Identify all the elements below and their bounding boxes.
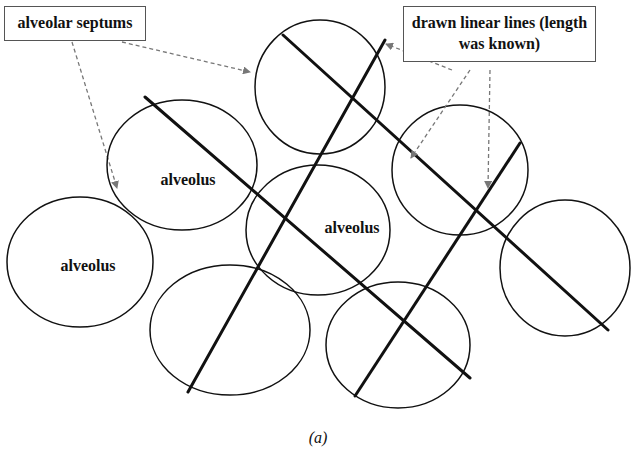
figure-caption: (a) xyxy=(309,429,328,447)
alveolus-outline xyxy=(500,200,630,336)
test-line xyxy=(145,97,470,378)
alveolus-outline xyxy=(392,105,528,235)
alveolus-shape: alveolus xyxy=(105,98,259,232)
callout-text-group: drawn linear lines (length was known) xyxy=(410,13,589,55)
alveolus-label: alveolus xyxy=(322,218,381,239)
test-line xyxy=(283,35,608,330)
leader-arrow xyxy=(122,42,250,72)
alveolus-shape: alveolus xyxy=(244,163,392,297)
alveolus-label: alveolus xyxy=(58,256,117,277)
test-line xyxy=(188,40,385,392)
alveolus-ellipse xyxy=(107,100,257,230)
alveolus-outline xyxy=(255,20,385,154)
callout-text-group: alveolar septums xyxy=(18,13,133,34)
alveolus-shape: alveolus xyxy=(5,195,155,329)
leader-arrow xyxy=(488,70,490,188)
alveolus-ellipse xyxy=(246,165,390,295)
alveolus-outline xyxy=(150,265,310,395)
callout-box: alveolar septums xyxy=(4,6,146,41)
callout-box: drawn linear lines (length was known) xyxy=(403,6,596,62)
alveolus-outline xyxy=(105,98,259,232)
alveolus-ellipse xyxy=(7,197,153,327)
alveolus-outline xyxy=(326,282,470,408)
alveolus-label: alveolus xyxy=(158,170,217,191)
leader-arrow xyxy=(411,70,470,158)
test-line xyxy=(355,143,520,396)
leader-arrow xyxy=(72,42,117,188)
callout-label: drawn linear lines (length was known) xyxy=(410,13,589,55)
callout-label: alveolar septums xyxy=(18,13,133,34)
